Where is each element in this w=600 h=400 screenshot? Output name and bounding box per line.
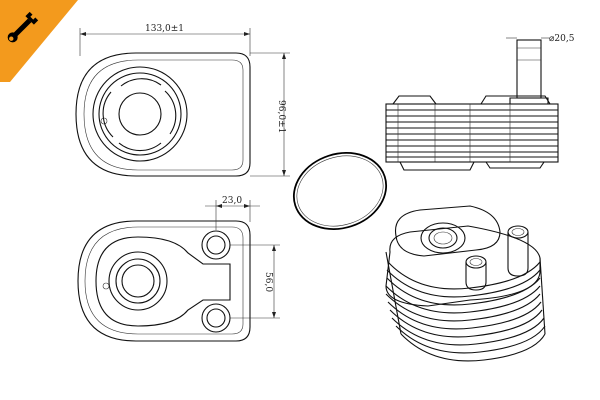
dim-pipe-diameter: ⌀20,5 bbox=[549, 34, 575, 44]
dim-port-offset: 23,0 bbox=[222, 196, 242, 206]
fin-stack bbox=[385, 103, 559, 163]
brand-badge: easyfit bbox=[0, 0, 78, 82]
dim-port-spacing: 56,0 bbox=[263, 272, 273, 292]
side-view: ⌀20,5 bbox=[385, 34, 575, 171]
iso-fin-stack bbox=[385, 225, 546, 362]
o-ring bbox=[292, 152, 388, 230]
badge-shape bbox=[0, 0, 78, 82]
front-view: 133,0±1 96,0±1 bbox=[75, 24, 290, 177]
rear-view: 23,0 56,0 bbox=[77, 196, 280, 342]
isometric-view bbox=[385, 205, 546, 362]
dim-width: 133,0±1 bbox=[145, 24, 184, 34]
dim-height: 96,0±1 bbox=[276, 100, 286, 133]
